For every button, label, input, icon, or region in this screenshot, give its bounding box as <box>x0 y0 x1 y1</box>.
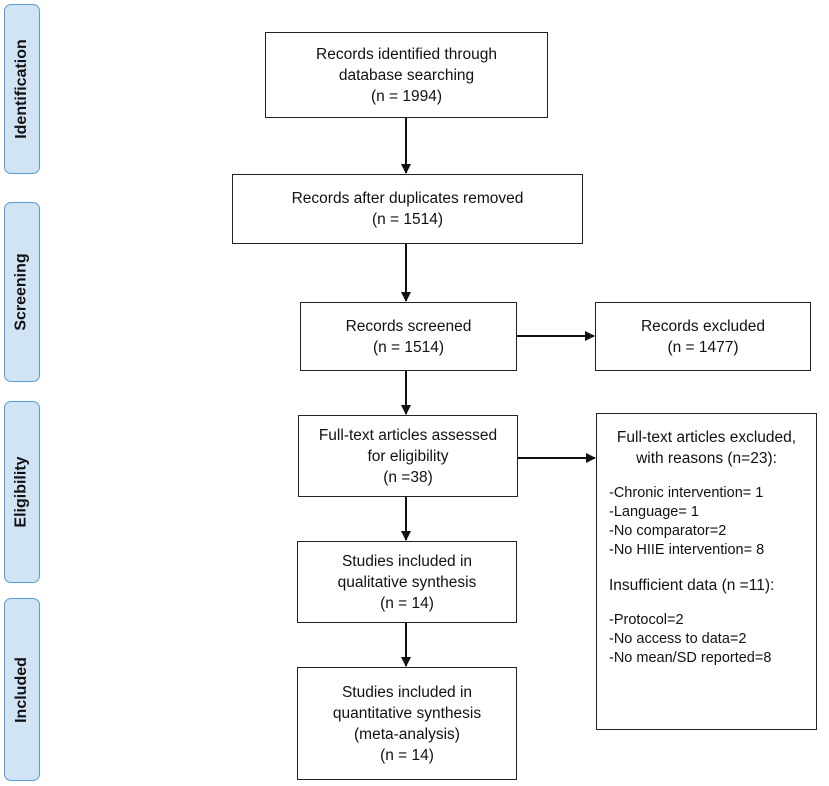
exclusion-reason: -No HIIE intervention= 8 <box>609 542 765 558</box>
records-screened-count: (n = 1514) <box>372 338 445 356</box>
quantitative-synthesis-count: (n = 14) <box>380 746 434 764</box>
records-identified-count: (n = 1994) <box>370 87 443 105</box>
exclusion-reasons-list: -Chronic intervention= 1 -Language= 1 -N… <box>597 484 816 560</box>
phase-included: Included <box>4 598 40 781</box>
quantitative-synthesis-line2: quantitative synthesis <box>332 704 482 722</box>
insufficient-data-reason: -No access to data=2 <box>609 631 747 647</box>
exclusion-reason: -No comparator=2 <box>609 523 727 539</box>
exclusion-reason: -Language= 1 <box>609 504 699 520</box>
fulltext-assessed-line1: Full-text articles assessed <box>318 426 498 444</box>
fulltext-assessed-box: Full-text articles assessed for eligibil… <box>298 415 518 497</box>
quantitative-synthesis-line1: Studies included in <box>341 683 473 701</box>
fulltext-excluded-box: Full-text articles excluded, with reason… <box>596 413 817 730</box>
records-identified-line2: database searching <box>338 66 475 84</box>
phase-eligibility: Eligibility <box>4 401 40 583</box>
records-identified-box: Records identified through database sear… <box>265 32 548 118</box>
fulltext-excluded-title-line1: Full-text articles excluded, <box>616 429 797 446</box>
records-screened-line1: Records screened <box>345 317 472 335</box>
records-identified-line1: Records identified through <box>316 45 497 63</box>
records-screened-box: Records screened (n = 1514) <box>300 302 517 371</box>
quantitative-synthesis-box: Studies included in quantitative synthes… <box>297 667 517 780</box>
qualitative-synthesis-box: Studies included in qualitative synthesi… <box>297 541 517 623</box>
qualitative-synthesis-line2: qualitative synthesis <box>337 573 477 591</box>
records-excluded-box: Records excluded (n = 1477) <box>595 302 811 371</box>
records-deduplicated-line1: Records after duplicates removed <box>291 190 524 207</box>
insufficient-data-reason: -Protocol=2 <box>609 612 684 628</box>
records-excluded-line1: Records excluded <box>640 317 766 335</box>
insufficient-data-reason: -No mean/SD reported=8 <box>609 650 772 666</box>
insufficient-data-list: -Protocol=2 -No access to data=2 -No mea… <box>597 611 816 668</box>
exclusion-reason: -Chronic intervention= 1 <box>609 485 764 501</box>
phase-identification: Identification <box>4 4 40 174</box>
qualitative-synthesis-count: (n = 14) <box>380 594 434 612</box>
phase-screening: Screening <box>4 202 40 382</box>
fulltext-excluded-title: Full-text articles excluded, with reason… <box>597 427 816 469</box>
records-deduplicated-box: Records after duplicates removed (n = 15… <box>232 174 583 244</box>
insufficient-data-title: Insufficient data (n =11): <box>609 577 775 594</box>
records-excluded-count: (n = 1477) <box>667 338 739 356</box>
quantitative-synthesis-line3: (meta-analysis) <box>354 725 460 743</box>
fulltext-excluded-title-line2: with reasons (n=23): <box>636 450 777 467</box>
fulltext-assessed-line2: for eligibility <box>367 447 449 465</box>
qualitative-synthesis-line1: Studies included in <box>341 552 473 570</box>
records-deduplicated-count: (n = 1514) <box>371 211 444 228</box>
fulltext-assessed-count: (n =38) <box>383 468 433 486</box>
